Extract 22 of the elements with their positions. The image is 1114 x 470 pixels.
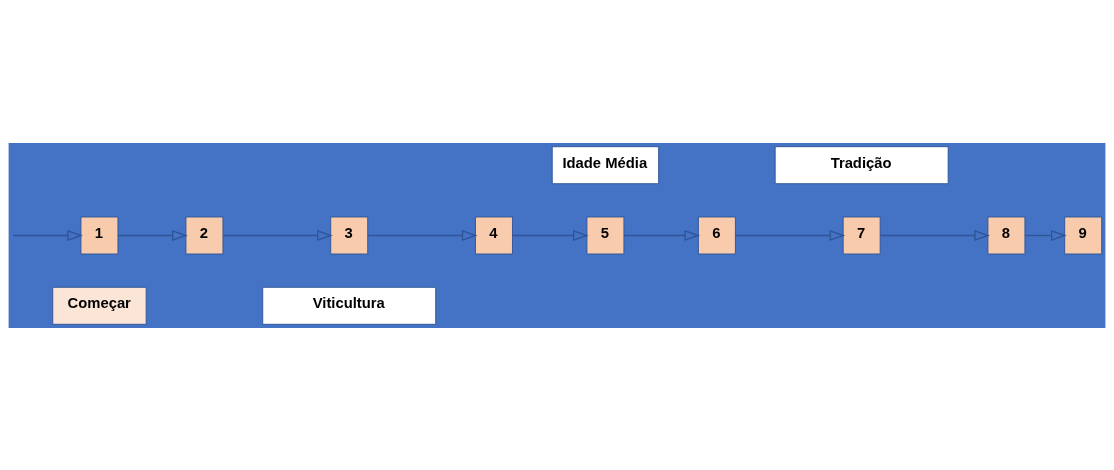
node-box: 1 bbox=[80, 216, 119, 254]
arrow bbox=[511, 229, 589, 241]
node-box: 4 bbox=[475, 216, 513, 254]
arrow bbox=[1024, 229, 1067, 241]
node-box: Viticultura bbox=[262, 286, 437, 325]
node-box: 5 bbox=[586, 216, 625, 254]
node-box: 9 bbox=[1064, 216, 1103, 254]
arrow bbox=[623, 229, 701, 241]
node-box: 2 bbox=[185, 216, 224, 254]
arrow bbox=[117, 229, 188, 241]
node-box: 7 bbox=[842, 216, 881, 254]
node-box: 6 bbox=[697, 216, 736, 254]
node-box: Idade Média bbox=[551, 145, 660, 184]
node-box: Tradição bbox=[774, 145, 949, 184]
arrow bbox=[222, 229, 333, 241]
node-box: 3 bbox=[330, 216, 369, 254]
arrow bbox=[879, 229, 990, 241]
arrow bbox=[734, 229, 846, 241]
node-box: 8 bbox=[987, 216, 1026, 254]
arrow bbox=[367, 229, 478, 241]
node-box: Começar bbox=[52, 286, 147, 325]
arrow bbox=[12, 229, 83, 241]
